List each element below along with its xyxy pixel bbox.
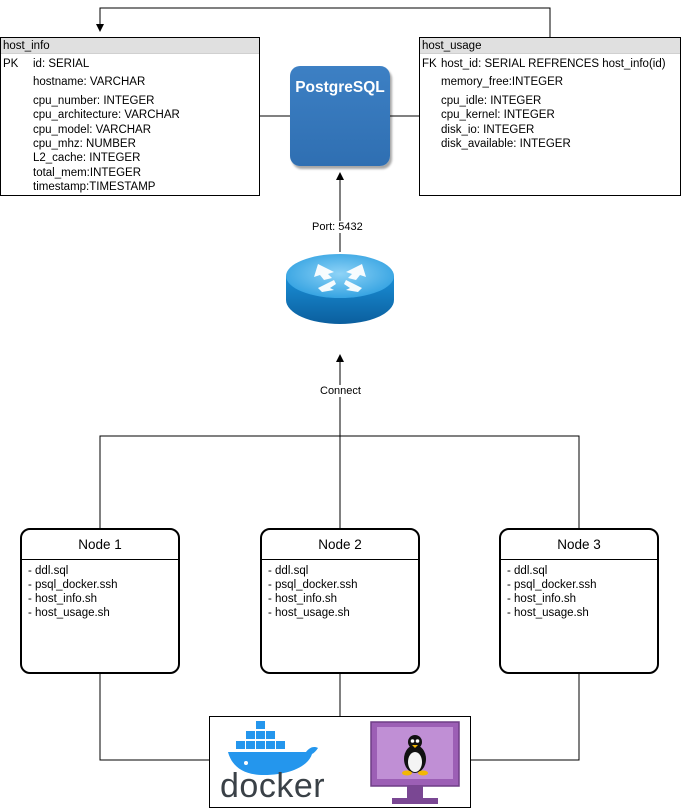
node-file: - host_info.sh [507,593,577,605]
host-usage-to-host-info-relation [96,7,551,37]
host-usage-title: host_usage [420,38,680,54]
table-field: memory_free:INTEGER [441,76,564,88]
connect-label: Connect [318,385,363,397]
table-field: cpu_model: VARCHAR [33,124,152,136]
table-field: cpu_number: INTEGER [33,95,155,107]
node-1-box: Node 1 - ddl.sql - psql_docker.ssh - hos… [20,528,180,674]
router-icon [286,254,394,324]
table-field: host_id: SERIAL REFRENCES host_info(id) [441,58,666,70]
node-file: - ddl.sql [28,565,69,577]
node-file: - host_usage.sh [268,607,350,619]
node-title: Node 1 [22,530,178,560]
table-field: disk_available: INTEGER [441,138,571,150]
node-file: - psql_docker.ssh [507,579,597,591]
table-field: total_mem:INTEGER [33,167,141,179]
table-field: cpu_idle: INTEGER [441,95,542,107]
foreign-key-label: FK [422,58,437,70]
postgresql-icon: PostgreSQL [290,66,390,166]
node-2-box: Node 2 - ddl.sql - psql_docker.ssh - hos… [260,528,420,674]
host-usage-table: host_usage FK host_id: SERIAL REFRENCES … [419,37,681,196]
node-file: - ddl.sql [507,565,548,577]
primary-key-label: PK [3,58,19,70]
node-file: - host_info.sh [28,593,98,605]
node-file: - psql_docker.ssh [28,579,118,591]
docker-wordmark: docker [220,767,326,805]
host-info-table: host_info PK id: SERIAL hostname: VARCHA… [0,37,260,196]
table-field: disk_io: INTEGER [441,124,535,136]
node-file: - psql_docker.ssh [268,579,358,591]
postgresql-label: PostgreSQL [295,79,385,96]
node-file: - ddl.sql [268,565,309,577]
node-file: - host_usage.sh [507,607,589,619]
table-field: id: SERIAL [33,58,90,70]
docker-whale-icon [228,721,318,775]
node-title: Node 3 [501,530,657,560]
environment-box: docker [209,716,471,808]
table-field: timestamp:TIMESTAMP [33,181,156,193]
table-field: cpu_mhz: NUMBER [33,138,136,150]
linux-monitor-icon [370,721,460,804]
table-field: L2_cache: INTEGER [33,152,141,164]
node-title: Node 2 [262,530,418,560]
node-3-box: Node 3 - ddl.sql - psql_docker.ssh - hos… [499,528,659,674]
table-field: cpu_architecture: VARCHAR [33,109,180,121]
node3-env-link [471,674,580,761]
host-info-title: host_info [1,38,259,54]
table-field: cpu_kernel: INTEGER [441,109,555,121]
node-file: - host_usage.sh [28,607,110,619]
port-label: Port: 5432 [310,221,365,233]
table-field: hostname: VARCHAR [33,76,146,88]
node-file: - host_info.sh [268,593,338,605]
node1-env-link [99,674,209,761]
